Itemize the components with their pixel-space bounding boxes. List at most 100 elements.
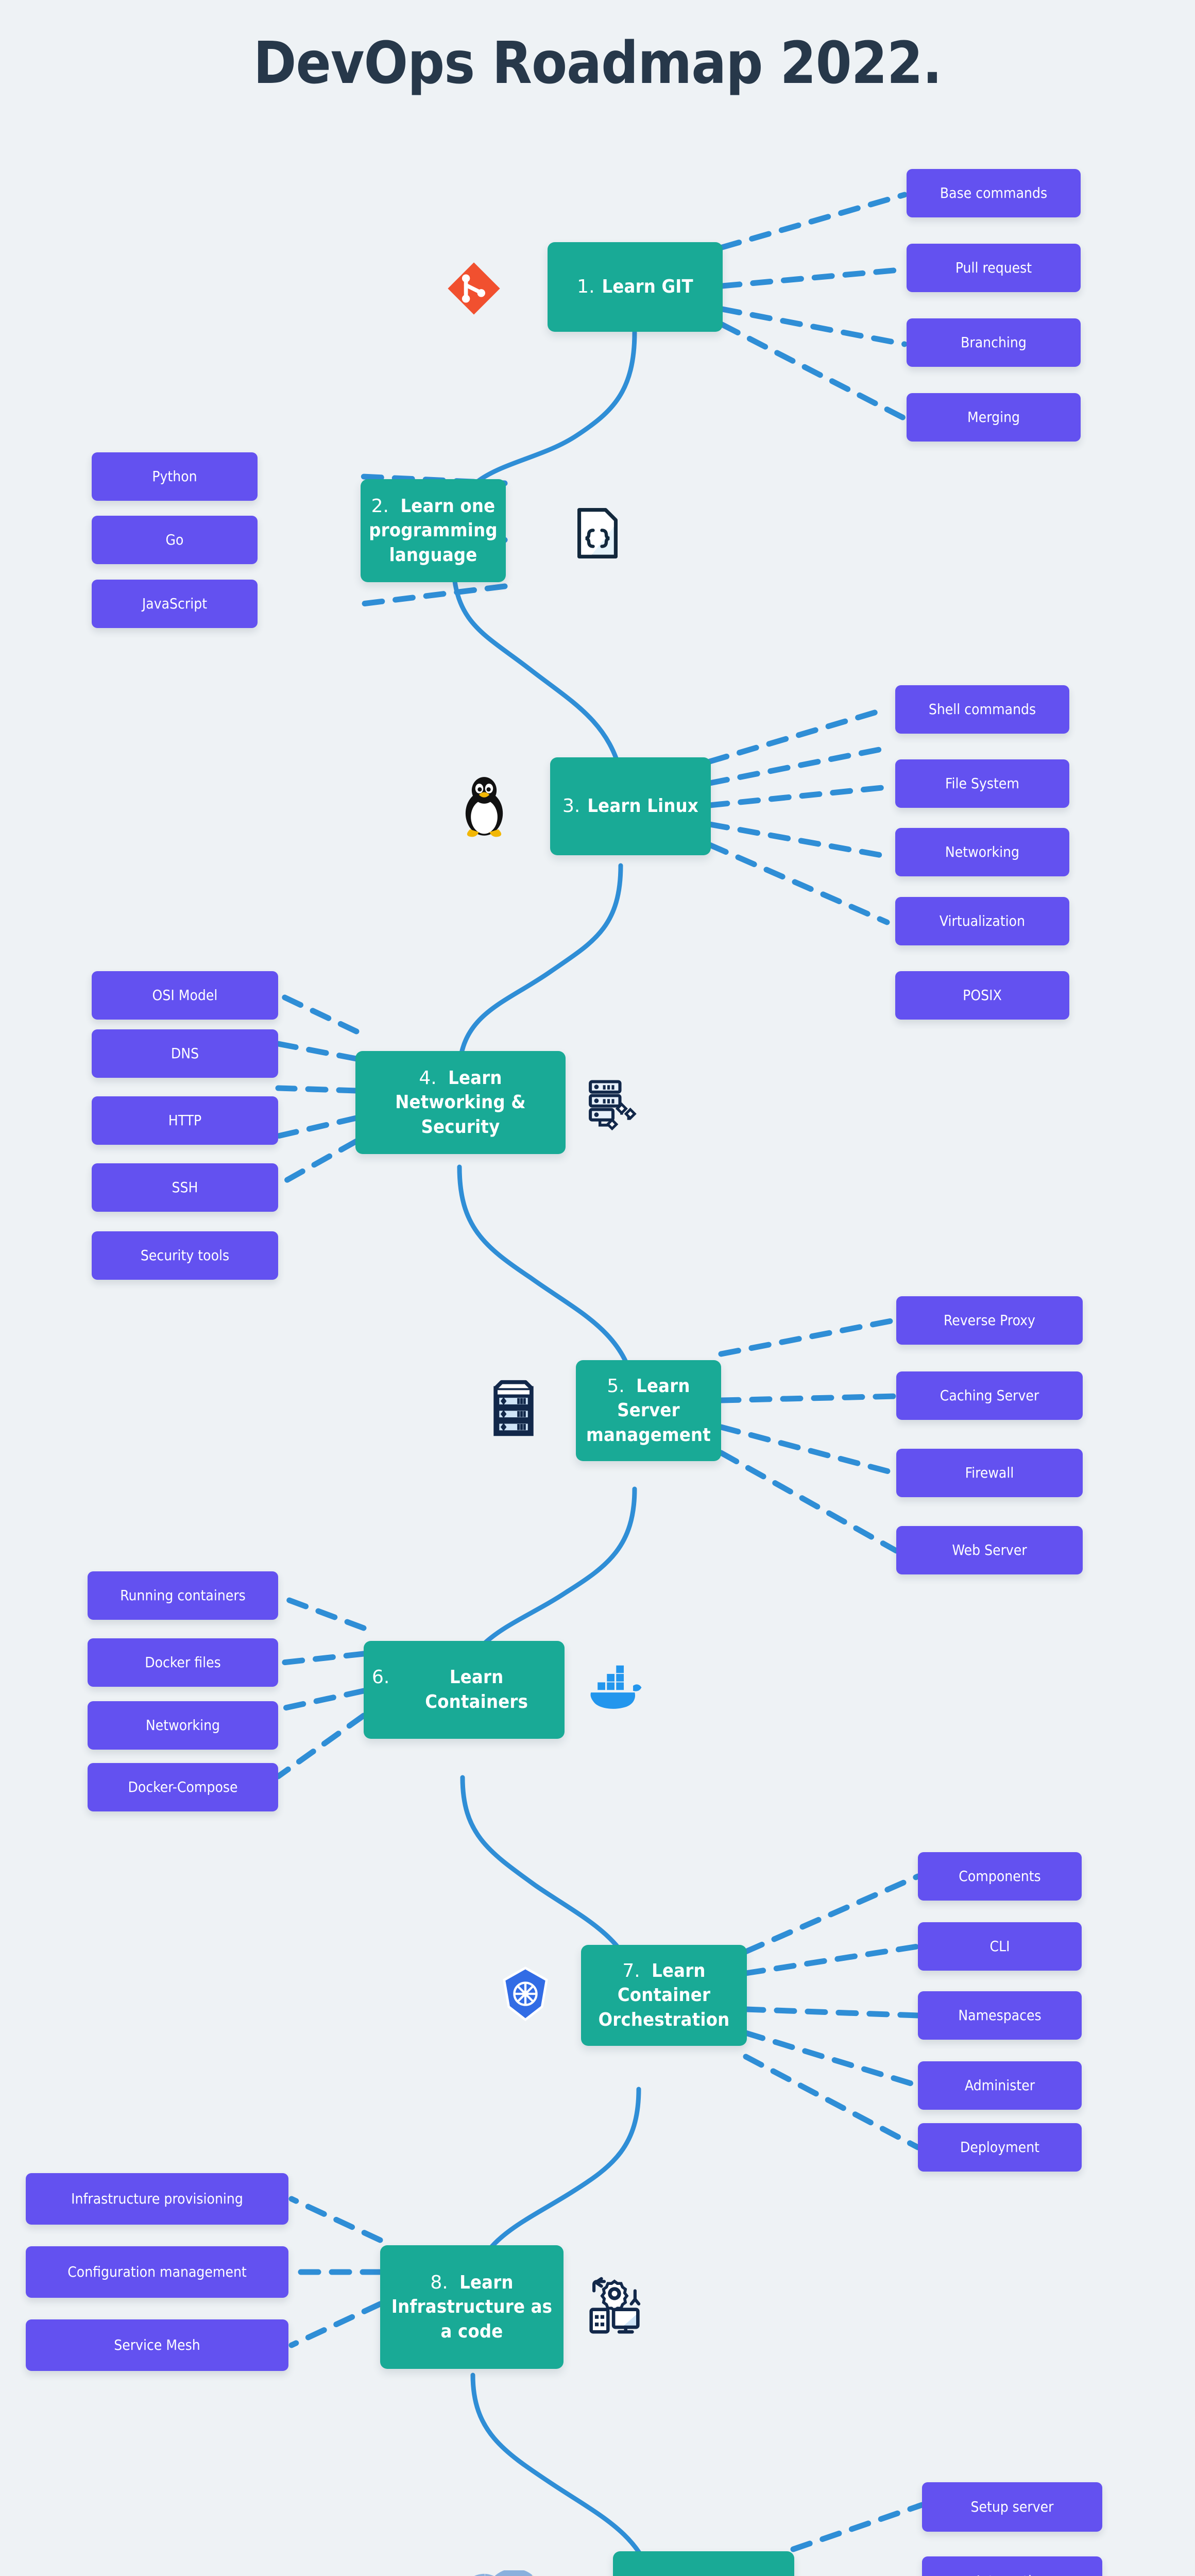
leaf-label: Python	[152, 467, 197, 485]
leaf-chip[interactable]: Infrastructure provisioning	[26, 2173, 288, 2225]
step-number: 8.	[430, 2272, 448, 2293]
leaf-label: Docker files	[145, 1653, 221, 1671]
leaf-chip[interactable]: Caching Server	[896, 1371, 1083, 1420]
leaf-chip[interactable]: Docker files	[88, 1638, 278, 1687]
leaf-label: Caching Server	[940, 1386, 1039, 1404]
leaf-label: POSIX	[963, 986, 1002, 1004]
leaf-label: Administer	[964, 2076, 1035, 2094]
leaf-chip[interactable]: Running containers	[88, 1571, 278, 1620]
leaf-label: Docker-Compose	[128, 1778, 238, 1795]
leaf-label: Branching	[961, 333, 1027, 351]
leaf-label: HTTP	[168, 1111, 202, 1129]
step-title: Learn Infrastructure as a code	[391, 2272, 553, 2342]
leaf-label: Service Mesh	[114, 2336, 200, 2353]
leaf-chip[interactable]: Configuration management	[26, 2246, 288, 2298]
step-node-5[interactable]: 5. Learn Server management	[576, 1360, 721, 1461]
leaf-label: Web Server	[952, 1541, 1027, 1558]
leaf-label: Namespaces	[958, 2006, 1042, 2024]
leaf-label: Deployment	[960, 2138, 1040, 2156]
docker-whale-icon	[581, 1655, 648, 1717]
leaf-label: Pull request	[955, 259, 1032, 276]
git-logo-icon	[443, 258, 505, 319]
leaf-chip[interactable]: Virtualization	[895, 897, 1069, 945]
leaf-label: Configuration management	[67, 2263, 247, 2280]
leaf-label: Components	[959, 1867, 1041, 1885]
leaf-chip[interactable]: SSH	[92, 1163, 278, 1212]
leaf-chip[interactable]: Go	[92, 516, 258, 564]
leaf-chip[interactable]: Shell commands	[895, 685, 1069, 734]
leaf-chip[interactable]: Integration	[922, 2556, 1102, 2576]
leaf-label: CLI	[989, 1937, 1010, 1955]
step-title: Learn Linux	[587, 795, 699, 817]
leaf-chip[interactable]: Reverse Proxy	[896, 1296, 1083, 1345]
leaf-chip[interactable]: Deployment	[918, 2123, 1082, 2172]
leaf-label: SSH	[172, 1178, 198, 1196]
devops-infinity-loop-icon	[457, 2568, 540, 2576]
step-number: 4.	[419, 1067, 437, 1089]
step-node-2[interactable]: 2. Learn one programming language	[361, 479, 506, 582]
page-title: DevOps Roadmap 2022.	[253, 30, 942, 97]
leaf-label: Base commands	[940, 184, 1048, 201]
leaf-chip[interactable]: DNS	[92, 1029, 278, 1078]
leaf-chip[interactable]: Python	[92, 452, 258, 501]
step-title: Learn Server management	[586, 1375, 711, 1446]
leaf-chip[interactable]: CLI	[918, 1922, 1082, 1971]
step-number: 3.	[562, 795, 581, 817]
step-number: 7.	[622, 1960, 640, 1981]
kubernetes-helm-icon	[494, 1962, 556, 2026]
step-node-9[interactable]: 9. Learn CI/CD	[613, 2551, 794, 2576]
network-security-icon	[582, 1072, 644, 1133]
step-title: Learn Networking & Security	[395, 1067, 526, 1138]
leaf-chip[interactable]: Pull request	[907, 244, 1081, 292]
leaf-label: Shell commands	[928, 700, 1036, 718]
code-braces-file-icon	[572, 505, 623, 562]
leaf-chip[interactable]: Components	[918, 1852, 1082, 1901]
step-number: 5.	[607, 1375, 625, 1397]
step-node-6[interactable]: 6. Learn Containers	[364, 1641, 565, 1739]
leaf-chip[interactable]: File System	[895, 759, 1069, 808]
leaf-chip[interactable]: Web Server	[896, 1526, 1083, 1574]
leaf-chip[interactable]: Base commands	[907, 169, 1081, 217]
infrastructure-as-code-icon	[581, 2267, 648, 2339]
leaf-chip[interactable]: Setup server	[922, 2482, 1102, 2532]
leaf-label: Networking	[145, 1716, 220, 1734]
leaf-chip[interactable]: Merging	[907, 393, 1081, 442]
leaf-chip[interactable]: Firewall	[896, 1449, 1083, 1497]
step-node-7[interactable]: 7. Learn Container Orchestration	[581, 1945, 747, 2046]
leaf-label: Integration	[977, 2573, 1048, 2576]
leaf-label: Running containers	[120, 1586, 246, 1604]
leaf-label: Security tools	[140, 1246, 230, 1264]
leaf-chip[interactable]: Branching	[907, 318, 1081, 367]
leaf-chip[interactable]: Service Mesh	[26, 2319, 288, 2371]
step-node-4[interactable]: 4. Learn Networking & Security	[355, 1051, 566, 1154]
step-number: 6.	[372, 1667, 390, 1688]
leaf-chip[interactable]: POSIX	[895, 971, 1069, 1020]
leaf-label: Firewall	[965, 1464, 1014, 1481]
step-node-3[interactable]: 3. Learn Linux	[550, 757, 711, 855]
leaf-chip[interactable]: JavaScript	[92, 580, 258, 628]
leaf-chip[interactable]: Networking	[88, 1701, 278, 1750]
leaf-chip[interactable]: OSI Model	[92, 971, 278, 1020]
leaf-label: Networking	[945, 843, 1020, 860]
leaf-label: DNS	[170, 1044, 199, 1062]
leaf-chip[interactable]: Administer	[918, 2061, 1082, 2110]
leaf-label: Merging	[967, 408, 1020, 426]
leaf-chip[interactable]: Namespaces	[918, 1991, 1082, 2040]
leaf-label: JavaScript	[142, 595, 208, 612]
leaf-label: Reverse Proxy	[944, 1311, 1035, 1329]
server-rack-icon	[484, 1376, 543, 1443]
step-number: 2.	[371, 495, 389, 517]
step-node-8[interactable]: 8. Learn Infrastructure as a code	[380, 2245, 564, 2369]
step-node-1[interactable]: 1. Learn GIT	[548, 242, 723, 332]
leaf-chip[interactable]: Docker-Compose	[88, 1763, 278, 1811]
leaf-chip[interactable]: Networking	[895, 828, 1069, 876]
leaf-label: OSI Model	[152, 986, 218, 1004]
step-title: Learn GIT	[602, 276, 693, 298]
step-title: Learn Container Orchestration	[598, 1960, 730, 2030]
leaf-chip[interactable]: Security tools	[92, 1231, 278, 1280]
step-title: Learn Containers	[425, 1667, 528, 1713]
leaf-label: Virtualization	[939, 912, 1026, 929]
leaf-chip[interactable]: HTTP	[92, 1096, 278, 1145]
leaf-label: File System	[945, 774, 1019, 792]
